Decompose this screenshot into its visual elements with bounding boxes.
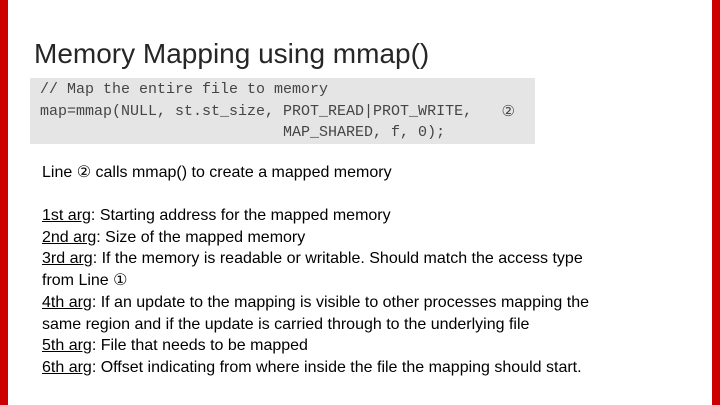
arg-text: same region and if the update is carried… — [42, 315, 530, 333]
arg-line: 6th arg: Offset indicating from where in… — [42, 357, 714, 379]
arg-text: : If the memory is readable or writable.… — [92, 250, 583, 268]
code-snippet-image: // Map the entire file to memory map=mmap… — [30, 78, 535, 144]
arg-label: 6th arg — [42, 358, 92, 376]
slide-title: Memory Mapping using mmap() — [34, 38, 430, 69]
lead-text: Line ② calls mmap() to create a mapped m… — [42, 164, 392, 181]
arg-text: : File that needs to be mapped — [91, 337, 308, 355]
arg-text: : Offset indicating from where inside th… — [91, 358, 582, 376]
circled-2-line-marker: ② — [501, 102, 515, 120]
arg-line: 5th arg: File that needs to be mapped — [42, 335, 714, 357]
args-list: 1st arg: Starting address for the mapped… — [42, 205, 714, 379]
arg-label: 5th arg — [42, 337, 92, 355]
arg-line: 3rd arg: If the memory is readable or wr… — [42, 248, 714, 270]
arg-line: 2nd arg: Size of the mapped memory — [42, 227, 714, 249]
arg-label: 3rd arg — [42, 250, 93, 268]
right-accent-bar — [712, 0, 720, 405]
arg-label: 4th arg — [42, 293, 92, 311]
arg-label: 2nd arg — [42, 228, 97, 246]
code-line: map=mmap(NULL, st.st_size, PROT_READ|PRO… — [40, 102, 473, 120]
arg-line: 4th arg: If an update to the mapping is … — [42, 292, 714, 314]
left-accent-bar — [0, 0, 8, 405]
arg-line: from Line ① — [42, 270, 714, 292]
arg-text: : Starting address for the mapped memory — [90, 207, 391, 224]
code-line: MAP_SHARED, f, 0); — [40, 124, 446, 141]
arg-line: same region and if the update is carried… — [42, 314, 714, 336]
code-line: // Map the entire file to memory — [40, 81, 329, 98]
arg-text: : Size of the mapped memory — [96, 228, 306, 246]
arg-line: 1st arg: Starting address for the mapped… — [42, 205, 714, 227]
arg-text: from Line ① — [42, 272, 128, 290]
arg-text: : If an update to the mapping is visible… — [91, 293, 589, 311]
code-lines: // Map the entire file to memory map=mmap… — [40, 79, 535, 144]
arg-label: 1st arg — [42, 207, 91, 224]
